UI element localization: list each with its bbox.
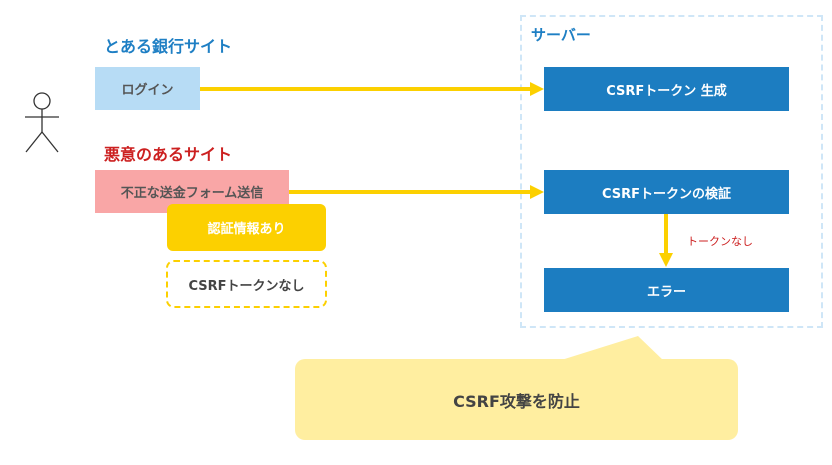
server-title: サーバー bbox=[531, 26, 591, 44]
malicious-form-label: 不正な送金フォーム送信 bbox=[120, 186, 264, 201]
callout-text: CSRF攻撃を防止 bbox=[453, 391, 580, 411]
no-token-note: トークンなし bbox=[687, 235, 753, 248]
login-box: ログイン bbox=[95, 67, 200, 110]
token-generate-box: CSRFトークン 生成 bbox=[544, 67, 789, 111]
malicious-site-title: 悪意のあるサイト bbox=[104, 145, 233, 164]
auth-badge: 認証情報あり bbox=[167, 204, 326, 251]
token-generate-label: CSRFトークン 生成 bbox=[606, 83, 727, 99]
token-verify-label: CSRFトークンの検証 bbox=[601, 186, 732, 202]
error-box: エラー bbox=[544, 268, 789, 312]
token-verify-box: CSRFトークンの検証 bbox=[544, 170, 789, 214]
no-token-badge-label: CSRFトークンなし bbox=[188, 278, 305, 294]
bank-site-title: とある銀行サイト bbox=[104, 37, 233, 56]
no-token-badge: CSRFトークンなし bbox=[166, 260, 327, 308]
login-arrow bbox=[200, 82, 544, 96]
error-label: エラー bbox=[646, 284, 686, 300]
form-arrow bbox=[289, 185, 544, 199]
auth-badge-label: 認証情報あり bbox=[207, 222, 286, 237]
callout-bubble: CSRF攻撃を防止 bbox=[295, 359, 738, 440]
error-arrow bbox=[659, 214, 673, 267]
login-label: ログイン bbox=[121, 83, 174, 98]
server-container bbox=[520, 15, 823, 328]
